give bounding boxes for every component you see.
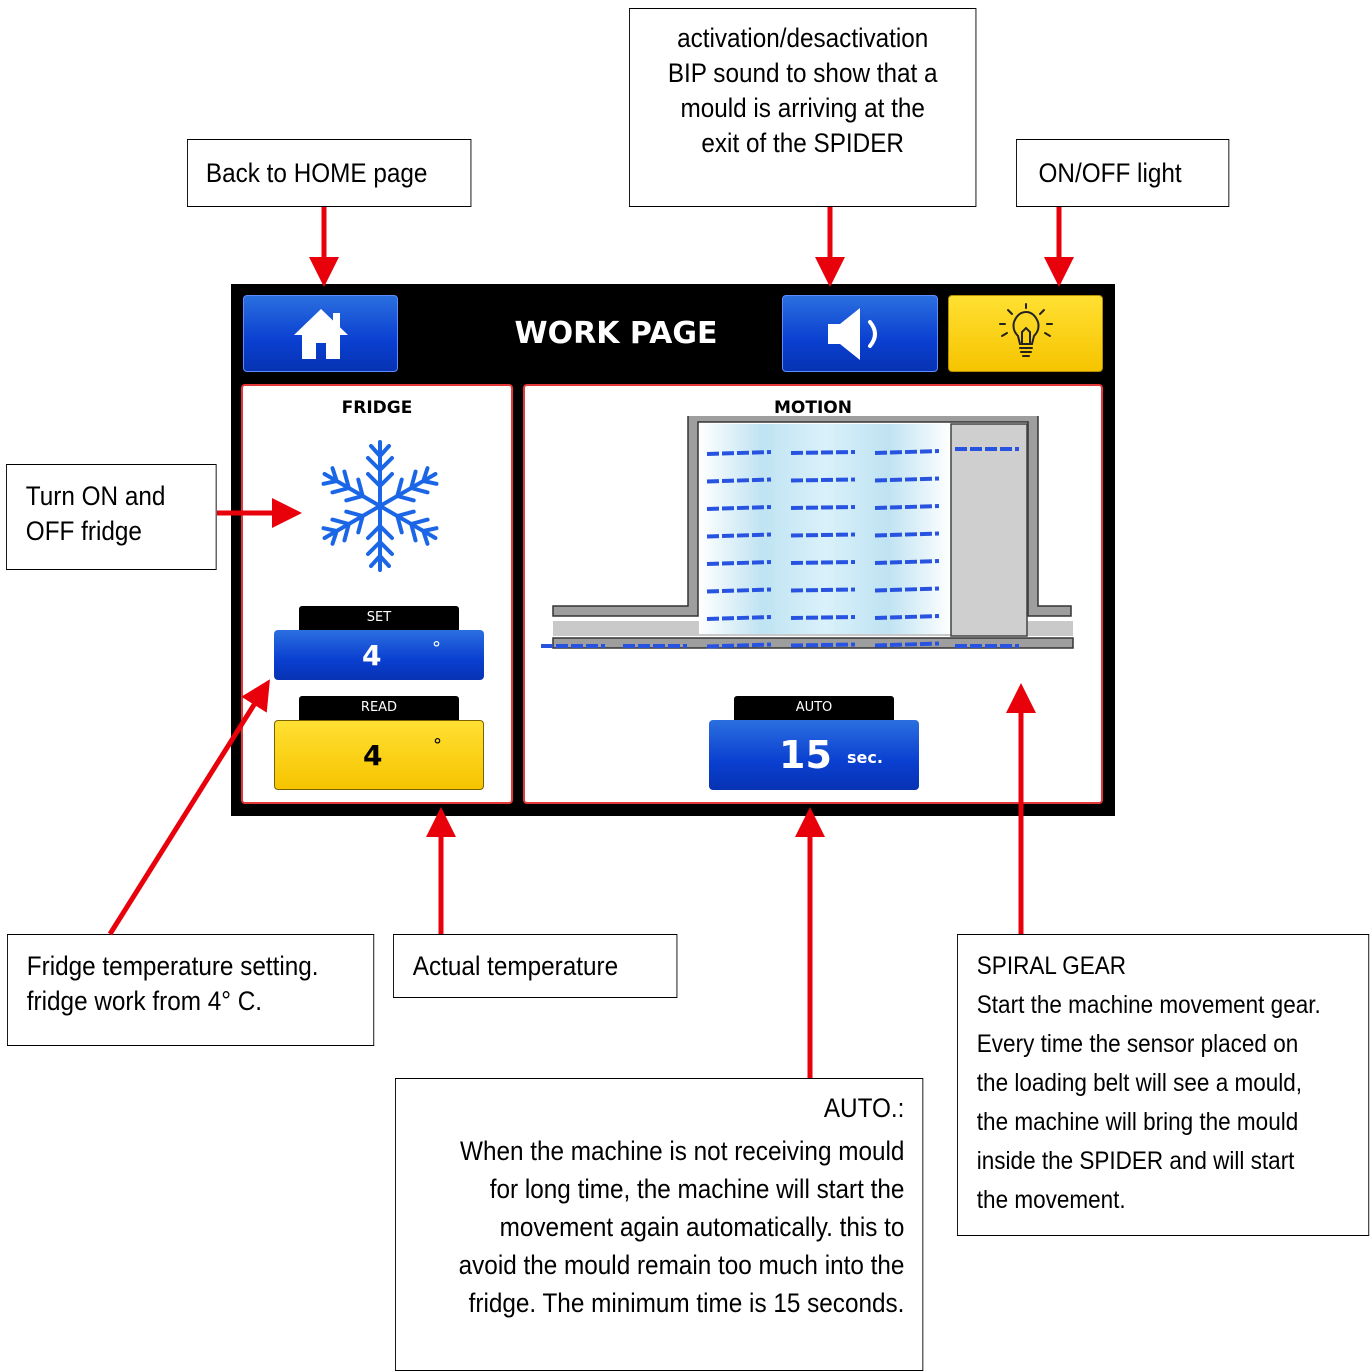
callout-sound-line: BIP sound to show that a (667, 58, 938, 88)
conveyor-segment (706, 587, 772, 594)
callout-auto-line: for long time, the machine will start th… (489, 1174, 905, 1204)
conveyor-segment (706, 477, 772, 484)
hmi-screen: WORK PAGE (231, 284, 1115, 816)
fridge-panel: FRIDGE SET 4 ° READ 4 ° (241, 384, 513, 804)
read-unit: ° (433, 735, 442, 756)
callout-sound-line: exit of the SPIDER (701, 128, 904, 158)
conveyor-segment (874, 559, 940, 565)
read-label: READ (299, 696, 459, 720)
callout-auto-line: fridge. The minimum time is 15 seconds. (468, 1288, 905, 1318)
callout-fridge-line: Turn ON and (25, 481, 166, 511)
conveyor-segment (790, 642, 856, 648)
motion-title: MOTION (774, 398, 852, 418)
home-button[interactable] (243, 295, 398, 372)
callout-temp-line: fridge work from 4° C. (26, 986, 263, 1016)
sound-button[interactable] (782, 295, 938, 372)
auto-unit: sec. (847, 748, 883, 767)
conveyor-segment (874, 586, 940, 593)
read-temperature-display: 4 ° (274, 720, 484, 790)
fridge-title: FRIDGE (341, 398, 413, 418)
callout-spiral-line: Start the machine movement gear. (976, 991, 1321, 1019)
callout-sound-line: mould is arriving at the (680, 93, 925, 123)
callout-sound: activation/desactivation BIP sound to sh… (629, 8, 977, 207)
conveyor-segment (790, 532, 856, 538)
conveyor-segment (874, 531, 940, 538)
set-unit: ° (432, 638, 441, 659)
auto-label: AUTO (734, 696, 894, 720)
callout-temp-line: Fridge temperature setting. (26, 951, 319, 981)
conveyor-segment (790, 450, 856, 455)
callout-spiral-line: the machine will bring the mould (976, 1108, 1299, 1136)
speaker-icon (828, 307, 877, 360)
callout-sound-line: activation/desactivation (677, 23, 929, 53)
callout-auto-title: AUTO.: (823, 1093, 905, 1123)
set-label: SET (299, 606, 459, 630)
callout-spiral: SPIRAL GEAR Start the machine movement g… (957, 934, 1370, 1236)
callout-home-text: Back to HOME page (205, 158, 428, 188)
conveyor-segment (790, 615, 856, 620)
conveyor-segment (706, 505, 772, 511)
callout-spiral-line: the movement. (976, 1186, 1126, 1214)
auto-value: 15 (779, 733, 832, 777)
conveyor-segment (706, 560, 772, 566)
page-title: WORK PAGE (514, 316, 718, 351)
light-button[interactable] (948, 295, 1103, 372)
callout-temp-setting: Fridge temperature setting. fridge work … (7, 934, 375, 1046)
callout-light-text: ON/OFF light (1038, 158, 1182, 188)
home-icon (293, 308, 348, 359)
callout-fridge-line: OFF fridge (25, 516, 142, 546)
callout-spiral-line: inside the SPIDER and will start (976, 1147, 1295, 1175)
conveyor-segment (790, 477, 856, 483)
callout-light: ON/OFF light (1016, 139, 1230, 207)
read-value: 4 (363, 738, 383, 772)
callout-auto-line: When the machine is not receiving mould (460, 1136, 905, 1166)
conveyor-segment (706, 450, 772, 456)
callout-actual-temp: Actual temperature (393, 934, 678, 998)
callout-spiral-line: SPIRAL GEAR (976, 952, 1127, 980)
callout-fridge-toggle: Turn ON and OFF fridge (6, 464, 217, 570)
snowflake-icon[interactable] (305, 438, 455, 574)
callout-spiral-line: Every time the sensor placed on (976, 1030, 1299, 1058)
conveyor-segment (874, 614, 940, 620)
auto-time-input[interactable]: 15 sec. (709, 720, 919, 790)
conveyor-segment (874, 476, 940, 483)
conveyor-segment (790, 560, 856, 565)
conveyor-segment (706, 615, 772, 621)
conveyor-segment (874, 641, 940, 648)
lightbulb-icon (998, 302, 1053, 357)
set-temperature-input[interactable]: 4 ° (274, 630, 484, 680)
conveyor-segment (790, 505, 856, 510)
callout-spiral-line: the loading belt will see a mould, (976, 1069, 1302, 1097)
callout-home: Back to HOME page (187, 139, 472, 207)
motion-panel: MOTION AUTO (523, 384, 1103, 804)
conveyor-segment (706, 532, 772, 539)
callout-auto: AUTO.: When the machine is not receiving… (395, 1078, 924, 1371)
conveyor-segment (874, 504, 940, 510)
callout-auto-line: avoid the mould remain too much into the (458, 1250, 905, 1280)
conveyor-segment (706, 642, 772, 649)
conveyor-segment (790, 587, 856, 593)
callout-actual-text: Actual temperature (412, 951, 619, 981)
conveyor-layers (541, 447, 1019, 649)
conveyor-segment (874, 449, 940, 455)
spider-diagram[interactable] (523, 416, 1103, 686)
set-value: 4 (362, 638, 382, 672)
callout-auto-line: movement again automatically. this to (499, 1212, 905, 1242)
